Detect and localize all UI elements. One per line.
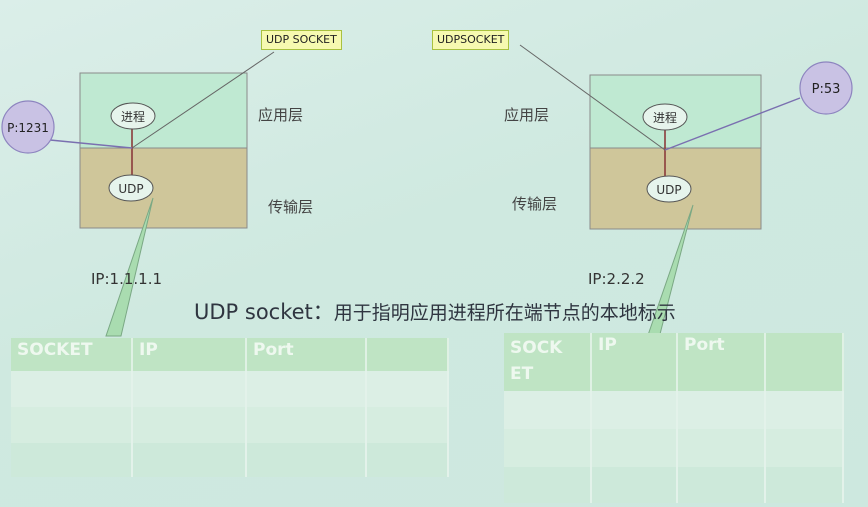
left-port-label: P:1231 [7, 121, 49, 135]
right-socket-table: SOCK ET IP Port [504, 333, 844, 503]
left-table-header-socket: SOCKET [11, 338, 133, 371]
table-row [504, 429, 844, 467]
left-table-header-row: SOCKET IP Port [11, 338, 449, 371]
left-process-label: 进程 [121, 109, 145, 124]
left-transport-layer [79, 147, 248, 229]
right-ip-label: IP:2.2.2 [588, 270, 645, 288]
left-udp-label: UDP [118, 182, 143, 196]
left-transport-layer-label: 传输层 [268, 198, 314, 216]
left-table-header-extra [366, 338, 449, 371]
left-port-pointer [49, 139, 133, 149]
right-port-bubble: P:53 [799, 61, 853, 115]
right-port-label: P:53 [812, 82, 841, 97]
right-socket-label: UDPSOCKET [432, 30, 510, 50]
right-table-header-row: SOCK ET IP Port [504, 333, 844, 391]
right-process-label: 进程 [653, 110, 677, 125]
right-table-header-port: Port [677, 333, 766, 391]
right-table-header-socket: SOCK ET [504, 333, 592, 391]
table-row [504, 467, 844, 503]
right-socket-pointer [519, 44, 666, 151]
right-table-header-extra [765, 333, 844, 391]
slide-caption: UDP socket：用于指明应用进程所在端节点的本地标示 [194, 296, 676, 326]
table-row [11, 407, 449, 443]
left-table-header-ip: IP [132, 338, 247, 371]
left-socket-label: UDP SOCKET [261, 30, 342, 50]
left-socket-pointer [131, 51, 275, 149]
left-ip-label: IP:1.1.1.1 [91, 270, 163, 288]
left-table-header-port: Port [246, 338, 367, 371]
left-process-node: 进程 [110, 102, 156, 130]
left-udp-node: UDP [108, 174, 154, 202]
table-row [11, 371, 449, 407]
left-app-layer-label: 应用层 [258, 106, 304, 124]
right-table-header-ip: IP [591, 333, 678, 391]
left-table-callout [105, 197, 154, 337]
right-port-pointer [664, 97, 801, 151]
left-app-layer [79, 72, 248, 149]
caption-description: 用于指明应用进程所在端节点的本地标示 [333, 302, 676, 324]
caption-separator: ： [312, 300, 334, 324]
table-row [11, 443, 449, 477]
caption-term: UDP socket [194, 300, 313, 324]
table-row [504, 391, 844, 429]
right-udp-node: UDP [646, 175, 692, 203]
right-transport-layer-label: 传输层 [512, 195, 558, 213]
left-port-bubble: P:1231 [1, 100, 55, 154]
right-app-layer-label: 应用层 [504, 106, 550, 124]
right-process-node: 进程 [642, 103, 688, 131]
right-udp-label: UDP [656, 183, 681, 197]
left-socket-table: SOCKET IP Port [11, 338, 449, 477]
